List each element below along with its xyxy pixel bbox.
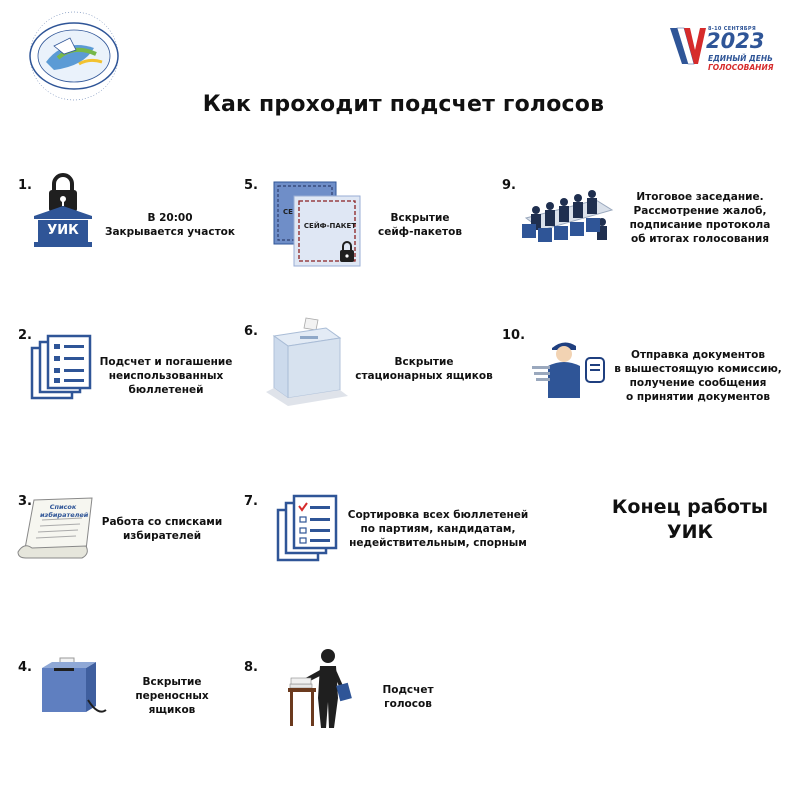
election-day-logo: 8-10 СЕНТЯБРЯ 2023 ЕДИНЫЙ ДЕНЬ ГОЛОСОВАН… bbox=[668, 24, 778, 72]
step-1-number: 1. bbox=[18, 178, 32, 193]
package-back-label: СЕ bbox=[283, 208, 293, 216]
portable-ballot-box-icon bbox=[42, 657, 107, 713]
step-10-number: 10. bbox=[502, 328, 526, 343]
step-3-number: 3. bbox=[18, 494, 32, 509]
step-5-caption: Вскрытие сейф-пакетов bbox=[377, 212, 462, 238]
logo-dates: 8-10 СЕНТЯБРЯ bbox=[708, 26, 757, 32]
voter-list-scroll-icon bbox=[17, 497, 93, 559]
step-9-caption: Итоговое заседание. Рассмотрение жалоб, … bbox=[629, 191, 771, 245]
step-1-caption: В 20:00 Закрывается участок bbox=[104, 212, 236, 238]
step-2-caption: Подсчет и погашение неиспользованных бюл… bbox=[99, 356, 233, 396]
step-4-caption: Вскрытие переносных ящиков bbox=[135, 676, 209, 716]
meeting-table-icon bbox=[522, 190, 614, 242]
ballots-stack-icon bbox=[30, 334, 92, 400]
logo-line2: ГОЛОСОВАНИЯ bbox=[708, 63, 774, 72]
cik-emblem-logo bbox=[29, 11, 119, 101]
stationary-ballot-box-icon bbox=[266, 317, 348, 406]
logo-year: 2023 bbox=[706, 29, 765, 53]
safe-package-icon bbox=[273, 181, 361, 267]
building-label: УИК bbox=[47, 223, 79, 238]
step-6-caption: Вскрытие стационарных ящиков bbox=[355, 356, 493, 382]
person-counting-icon bbox=[288, 649, 352, 728]
courier-icon bbox=[532, 342, 605, 398]
step-7-caption: Сортировка всех бюллетеней по партиям, к… bbox=[347, 509, 529, 549]
end-of-work-text: Конец работы УИК bbox=[611, 496, 769, 543]
scroll-label: Список избирателей bbox=[40, 503, 89, 519]
step-9-number: 9. bbox=[502, 178, 516, 193]
step-3-caption: Работа со списками избирателей bbox=[101, 516, 223, 542]
step-5-number: 5. bbox=[244, 178, 258, 193]
step-8-number: 8. bbox=[244, 660, 258, 675]
v-checkmark-icon bbox=[670, 27, 706, 65]
page-title: Как проходит подсчет голосов bbox=[202, 92, 605, 117]
package-label: СЕЙФ-ПАКЕТ bbox=[303, 222, 357, 230]
lock-building-icon bbox=[34, 173, 92, 247]
step-2-number: 2. bbox=[18, 328, 32, 343]
step-7-number: 7. bbox=[244, 494, 258, 509]
step-10-caption: Отправка документов в вышестоящую комисс… bbox=[614, 349, 782, 403]
step-6-number: 6. bbox=[244, 324, 258, 339]
step-8-caption: Подсчет голосов bbox=[382, 684, 434, 710]
step-4-number: 4. bbox=[18, 660, 32, 675]
logo-line1: ЕДИНЫЙ ДЕНЬ bbox=[708, 54, 773, 63]
sorting-ballots-icon bbox=[276, 494, 338, 562]
